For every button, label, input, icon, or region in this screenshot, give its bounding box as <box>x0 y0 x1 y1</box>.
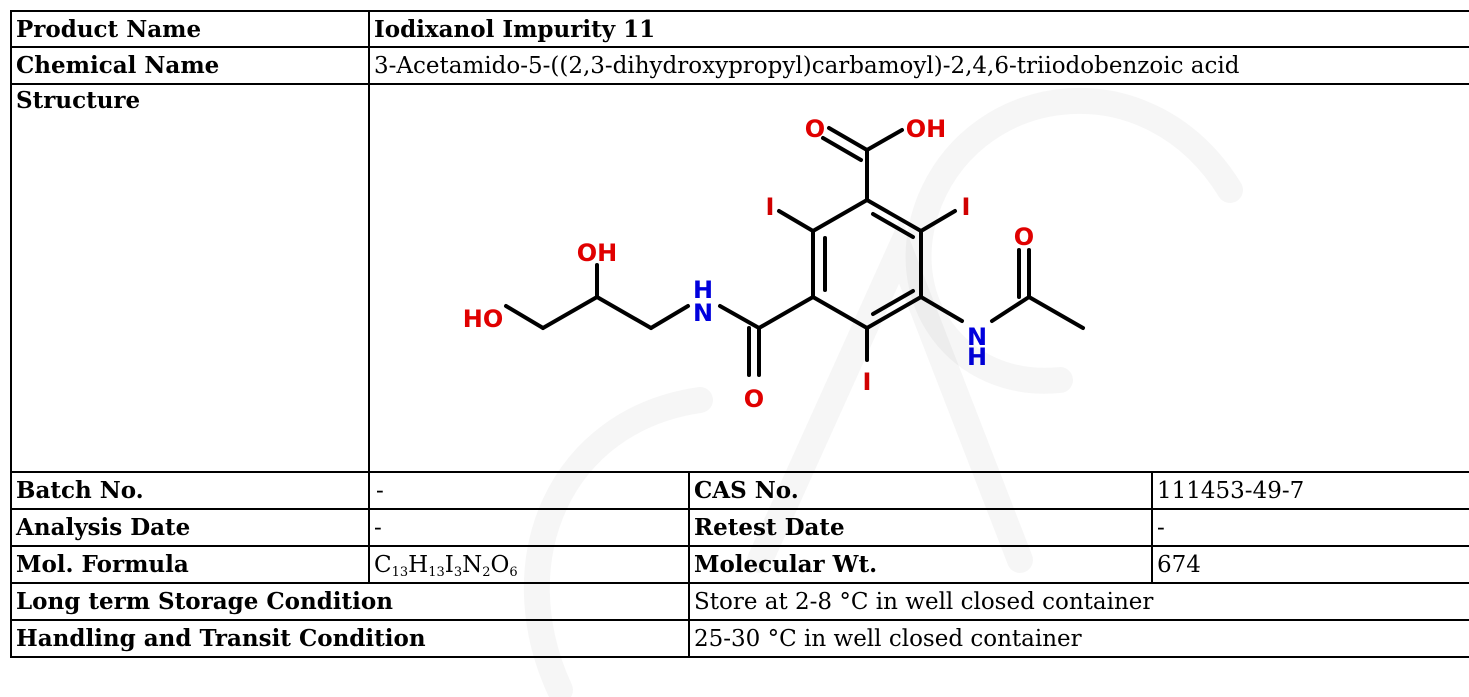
formula-h-count: 13 <box>428 564 445 580</box>
atom-o-amide: O <box>744 385 764 413</box>
row-formula: Mol. Formula C13H13I3N2O6 Molecular Wt. … <box>10 545 1469 584</box>
chemical-name-label: Chemical Name <box>10 46 370 85</box>
atom-o-carbonyl: O <box>805 115 825 143</box>
atom-oh-acid: OH <box>906 115 947 143</box>
ch2-ch-bond <box>595 295 653 330</box>
row-product-name: Product Name Iodixanol Impurity 11 <box>10 10 1469 48</box>
formula-c-count: 13 <box>391 564 409 580</box>
product-info-table: Product Name Iodixanol Impurity 11 Chemi… <box>10 10 1469 658</box>
amide-c-bond <box>757 295 815 330</box>
atom-iodine-left: I <box>766 193 775 221</box>
structure-cell: O OH I I I OH HO H N O N H O <box>367 83 1469 473</box>
atom-n-amide: N <box>693 299 713 327</box>
ch2-oh-bond <box>504 304 545 330</box>
row-chemical-name: Chemical Name 3-Acetamido-5-((2,3-dihydr… <box>10 46 1469 85</box>
product-name-value: Iodixanol Impurity 11 <box>367 10 1469 48</box>
atom-iodine-bottom: I <box>863 368 872 396</box>
row-structure: Structure <box>10 83 1469 473</box>
ch-ch2-bond <box>541 295 599 330</box>
chemical-name-value: 3-Acetamido-5-((2,3-dihydroxypropyl)carb… <box>367 46 1469 85</box>
c-o-double-1 <box>827 126 869 152</box>
analysis-date-value: - <box>368 508 690 547</box>
i-right-bond <box>919 209 957 233</box>
formula-i-count: 3 <box>453 564 463 580</box>
retest-date-label: Retest Date <box>688 508 1153 547</box>
batch-no-label: Batch No. <box>10 471 370 510</box>
structure-label: Structure <box>10 83 370 473</box>
row-storage: Long term Storage Condition Store at 2-8… <box>10 582 1469 621</box>
cas-no-value: 111453-49-7 <box>1150 471 1469 510</box>
acetyl-ch3-bond <box>1027 295 1085 330</box>
ring-bond-4-inner <box>871 289 915 316</box>
formula-i: I <box>444 551 454 578</box>
i-left-bond <box>777 209 815 233</box>
amide-cn-bond <box>718 304 761 330</box>
mol-formula-value: C13H13I3N2O6 <box>368 545 690 584</box>
batch-no-value: - <box>368 471 690 510</box>
atom-h-amide: H <box>693 276 713 304</box>
row-handling: Handling and Transit Condition 25-30 °C … <box>10 619 1469 658</box>
ring-bond-2-inner <box>871 212 915 239</box>
molecular-wt-label: Molecular Wt. <box>688 545 1153 584</box>
cas-no-label: CAS No. <box>688 471 1153 510</box>
formula-o-count: 6 <box>509 564 518 580</box>
formula-c: C <box>374 551 392 578</box>
ring-nh-bond <box>919 295 964 323</box>
n-ch2-bond <box>649 304 690 330</box>
atom-oh-chain: OH <box>577 239 618 267</box>
atom-iodine-right: I <box>962 193 971 221</box>
c-oh-bond <box>865 128 904 152</box>
long-term-storage-value: Store at 2-8 °C in well closed container <box>687 582 1469 621</box>
row-dates: Analysis Date - Retest Date - <box>10 508 1469 547</box>
c-o-double-2 <box>821 136 863 162</box>
atom-ho-chain: HO <box>463 305 504 333</box>
chemical-structure-diagram: O OH I I I OH HO H N O N H O <box>463 115 1085 413</box>
product-info-sheet: Product Name Iodixanol Impurity 11 Chemi… <box>10 10 1469 697</box>
formula-n: N <box>462 551 483 578</box>
atom-o-acetyl: O <box>1014 223 1034 251</box>
product-name-label: Product Name <box>10 10 370 48</box>
formula-o: O <box>490 551 510 578</box>
analysis-date-label: Analysis Date <box>10 508 370 547</box>
ring-bond-4 <box>865 295 923 330</box>
handling-transit-value: 25-30 °C in well closed container <box>687 619 1469 658</box>
long-term-storage-label: Long term Storage Condition <box>10 582 690 621</box>
ring-bond-1 <box>811 198 869 233</box>
ring-bond-2 <box>865 198 923 233</box>
atom-n-acetamido: N <box>967 323 987 351</box>
mol-formula-label: Mol. Formula <box>10 545 370 584</box>
batch-no-text: - <box>376 477 384 504</box>
handling-transit-label: Handling and Transit Condition <box>10 619 690 658</box>
formula-h: H <box>408 551 429 578</box>
row-batch: Batch No. - CAS No. 111453-49-7 <box>10 471 1469 510</box>
ring-bond-5 <box>811 295 869 330</box>
formula-n-count: 2 <box>482 564 491 580</box>
molecular-wt-value: 674 <box>1150 545 1469 584</box>
nh-co-bond <box>990 295 1031 323</box>
retest-date-value: - <box>1150 508 1469 547</box>
atom-h-acetamido: H <box>967 343 987 371</box>
